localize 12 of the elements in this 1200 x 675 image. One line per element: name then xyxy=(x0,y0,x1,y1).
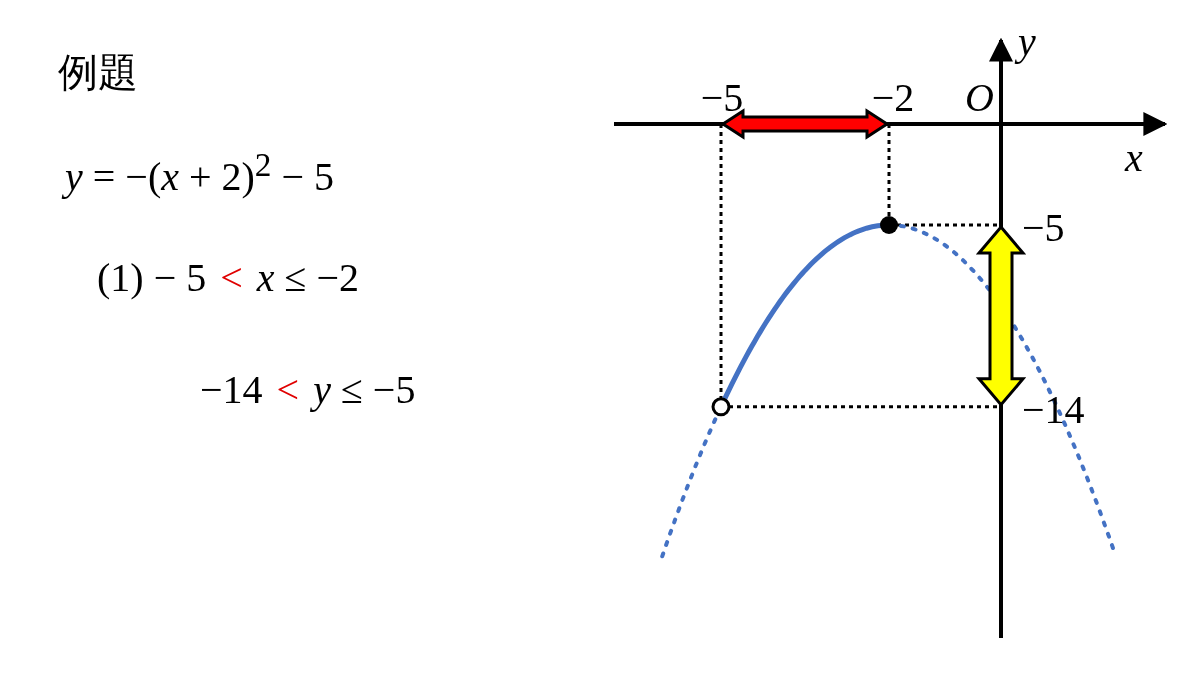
tick-label: −5 xyxy=(700,78,744,118)
inequality-sign: < xyxy=(220,258,243,298)
tick-label: −14 xyxy=(1022,390,1085,430)
inequality-sign: < xyxy=(276,370,300,410)
origin-label: O xyxy=(965,78,994,118)
heading: 例題 xyxy=(58,52,138,92)
tick-label: −2 xyxy=(871,78,915,118)
inequality-text: x ≤ −2 xyxy=(256,258,360,298)
inequality-text: −14 xyxy=(200,370,263,410)
axis-label: x xyxy=(1125,138,1143,178)
tick-label: −5 xyxy=(1022,208,1065,248)
inequality-text: (1) − 5 xyxy=(97,258,207,298)
